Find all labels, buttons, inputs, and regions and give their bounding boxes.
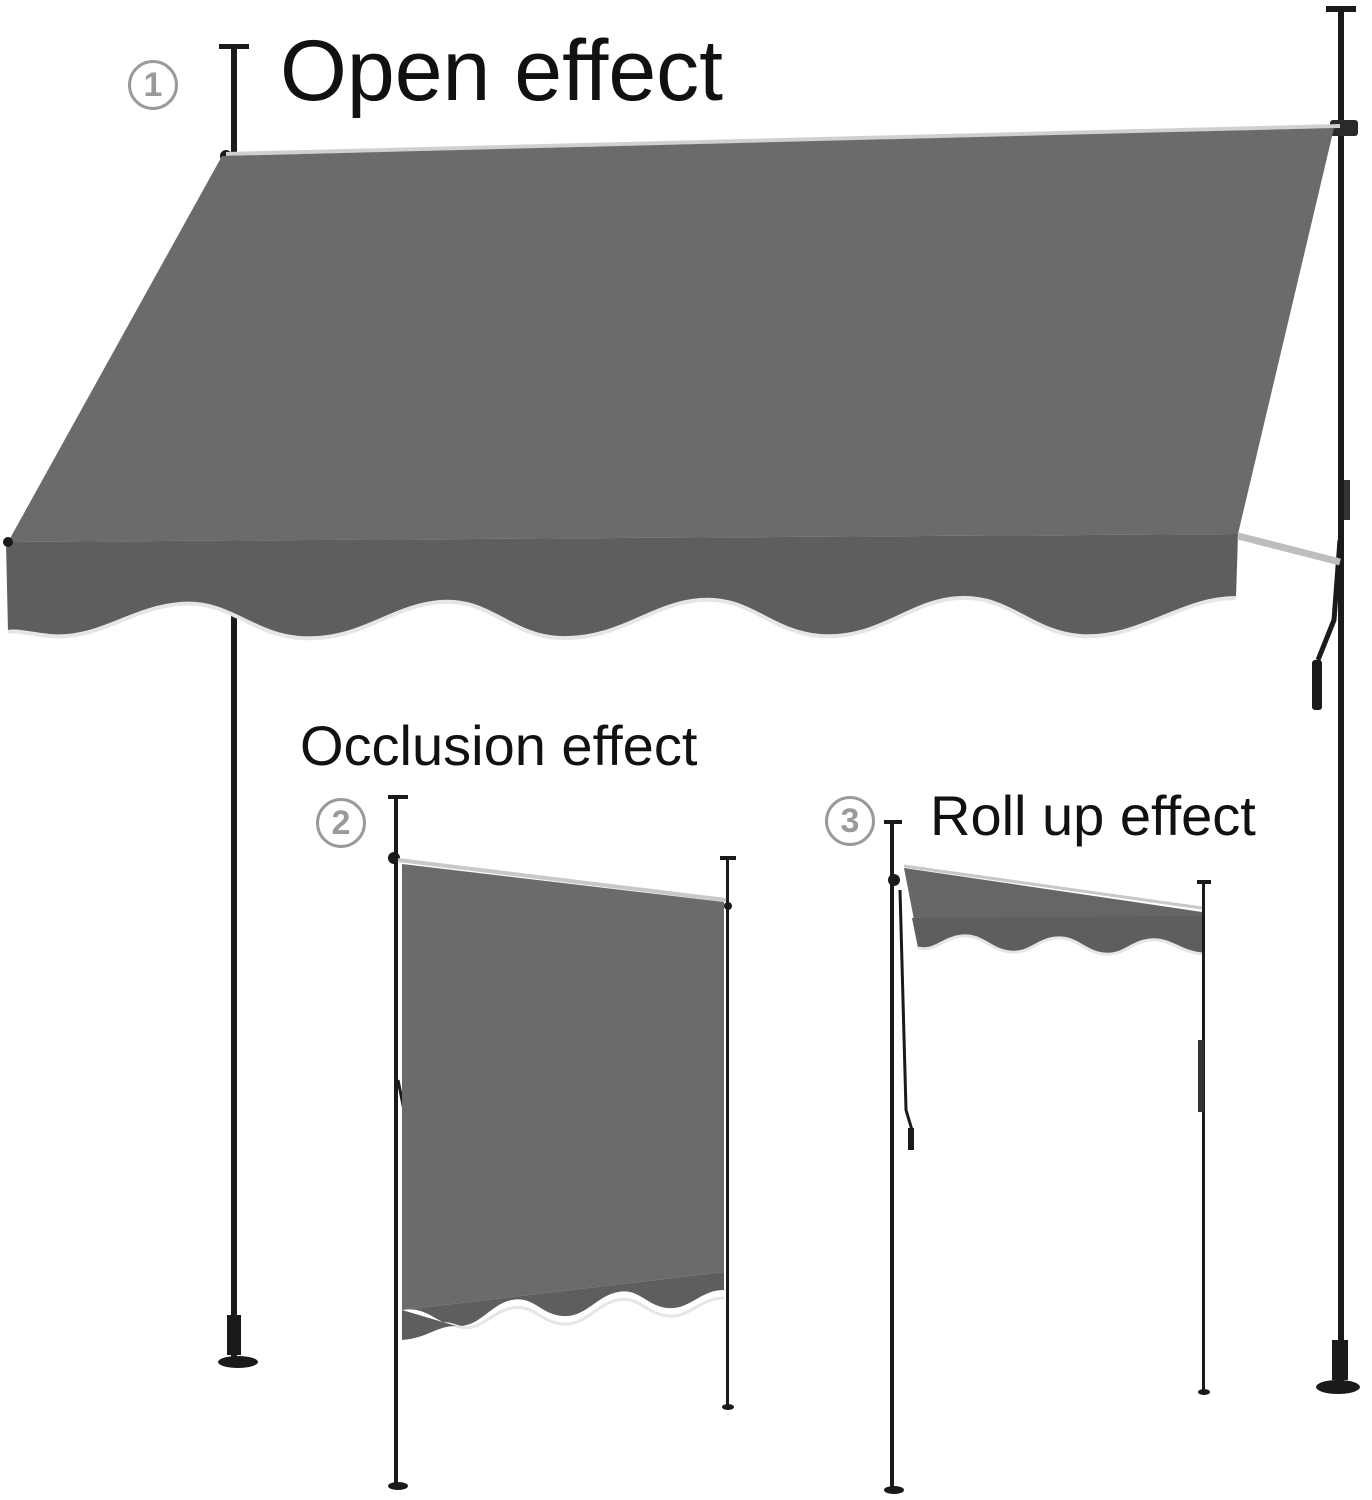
step-badge-1: 1 xyxy=(128,60,178,110)
canopy xyxy=(8,128,1334,542)
occlusion-effect-title: Occlusion effect xyxy=(300,714,698,777)
step-badge-3: 3 xyxy=(825,796,875,846)
valance xyxy=(6,534,1238,639)
right-pole xyxy=(1312,6,1360,1394)
step-badge-2: 2 xyxy=(316,798,366,848)
open-awning xyxy=(3,6,1360,1394)
open-effect-title: Open effect xyxy=(280,23,724,119)
rollup-awning xyxy=(884,820,1211,1494)
rollup-effect-title: Roll up effect xyxy=(930,784,1256,847)
occlusion-awning xyxy=(388,795,736,1490)
